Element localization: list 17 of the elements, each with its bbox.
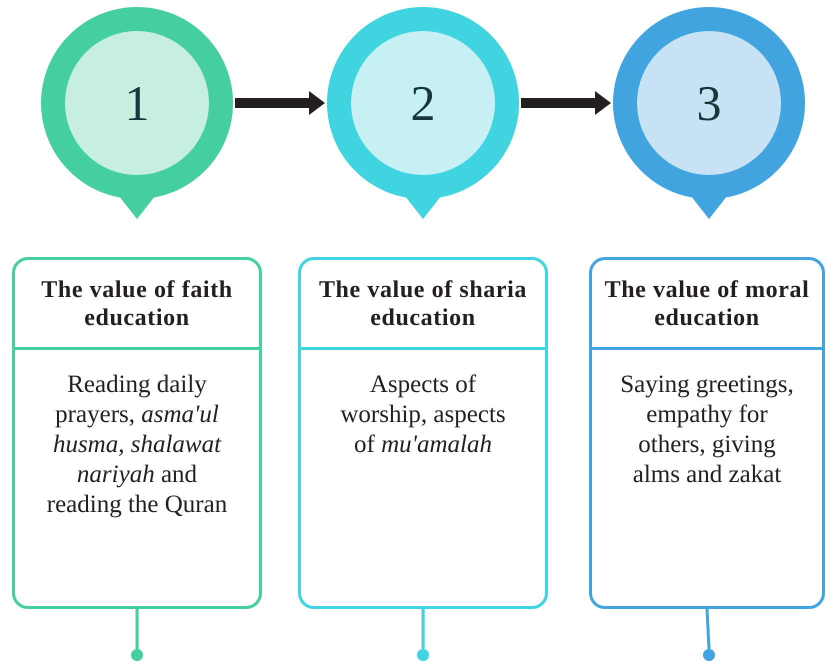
card-heading: The value of moral education <box>604 276 810 332</box>
info-card <box>298 257 548 609</box>
arrow <box>521 91 611 115</box>
connector-line <box>706 608 710 650</box>
card-heading: The value of faith education <box>40 276 234 332</box>
arrow <box>235 91 325 115</box>
card-heading: The value of sharia education <box>318 276 528 332</box>
step-number: 1 <box>124 78 150 128</box>
step-number: 3 <box>696 78 722 128</box>
card-body: Aspects of worship, aspects of mu'amalah <box>339 370 507 460</box>
info-card <box>589 257 825 609</box>
connector-line <box>136 609 138 649</box>
step-number: 2 <box>410 78 436 128</box>
info-card <box>12 257 262 609</box>
connector-line <box>422 609 424 649</box>
card-body: Reading daily prayers, asma'ul husma, shalawat nariyah and reading the Quran <box>46 370 228 520</box>
card-body: Saying greetings, empathy for others, giving alms and zakat <box>619 370 795 490</box>
